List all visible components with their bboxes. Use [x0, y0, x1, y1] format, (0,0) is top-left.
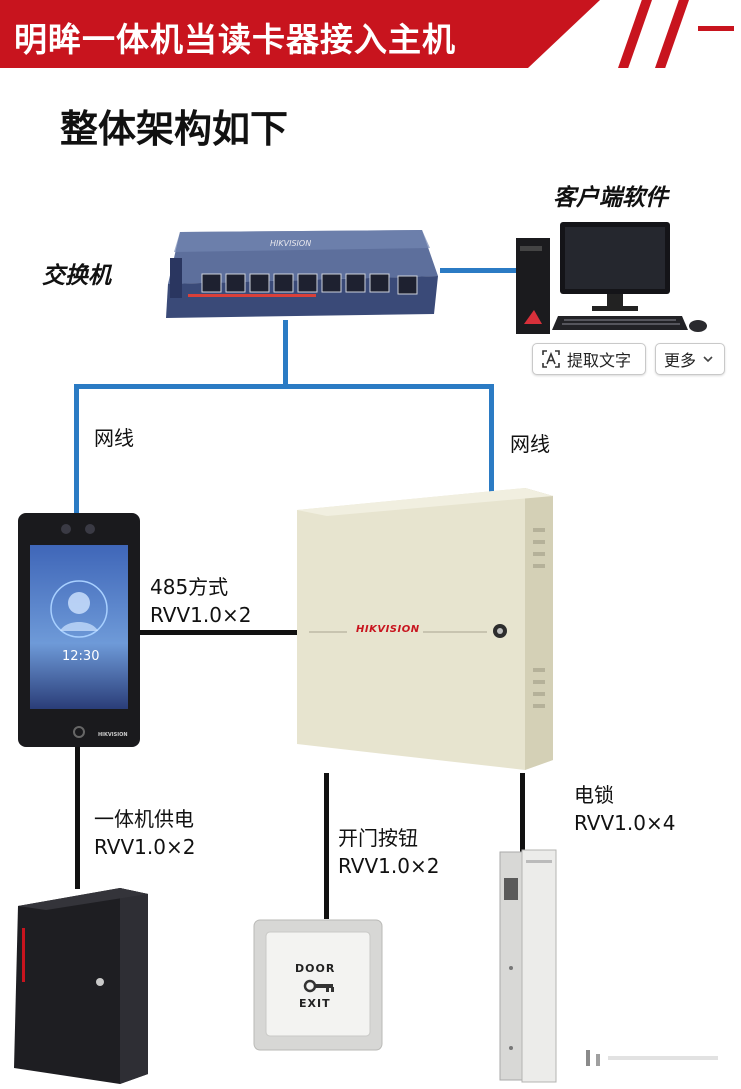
switch-label: 交换机: [42, 263, 111, 289]
lock-label: 电锁 RVV1.0×4: [574, 781, 675, 837]
network-cable-label-left: 网线: [94, 426, 134, 450]
text-scan-icon: [542, 350, 560, 368]
header-red-band: [0, 0, 600, 68]
software-label: 客户端软件: [553, 185, 668, 211]
magnetic-lock: [499, 849, 557, 1083]
lock-wire: [520, 773, 525, 853]
network-switch: HIKVISION: [166, 230, 438, 318]
chevron-down-icon: [703, 356, 713, 363]
exit-button-exit-text: EXIT: [299, 997, 331, 1010]
network-wire-left-drop: [74, 384, 79, 516]
client-computer: [516, 222, 707, 334]
network-cable-label-right: 网线: [510, 432, 550, 456]
footer-decoration: [586, 1050, 718, 1066]
svg-text:HIKVISION: HIKVISION: [270, 239, 311, 248]
terminal-clock: 12:30: [62, 649, 100, 664]
exit-button-label: 开门按钮 RVV1.0×2: [338, 824, 439, 880]
exit-button-door-text: DOOR: [295, 962, 336, 975]
access-controller: [297, 488, 553, 770]
extract-text-button[interactable]: 提取文字: [532, 343, 646, 375]
terminal-brand: HIKVISION: [98, 732, 128, 738]
network-wire-pc: [440, 268, 516, 273]
network-wire-right-drop: [489, 384, 494, 492]
face-recognition-terminal: [18, 513, 140, 747]
more-label: 更多: [664, 351, 697, 370]
more-button[interactable]: 更多: [655, 343, 725, 375]
exit-button-label-line1: 开门按钮: [338, 826, 418, 850]
power-label: 一体机供电 RVV1.0×2: [94, 805, 195, 861]
exit-button-wire: [324, 773, 329, 919]
exit-button-device: [253, 919, 383, 1051]
section-heading: 整体架构如下: [60, 107, 289, 151]
extract-text-label: 提取文字: [567, 351, 632, 370]
lock-label-line2: RVV1.0×4: [574, 811, 676, 835]
rs485-label-line2: RVV1.0×2: [150, 603, 252, 627]
network-wire-switch-down: [283, 320, 288, 388]
rs485-wire: [140, 630, 297, 635]
header-dash: [698, 26, 734, 31]
lock-label-line1: 电锁: [574, 783, 614, 807]
rs485-label: 485方式 RVV1.0×2: [150, 573, 251, 629]
exit-button-label-line2: RVV1.0×2: [338, 854, 440, 878]
network-wire-horizontal: [74, 384, 494, 389]
power-wire: [75, 747, 80, 889]
power-supply-box: [14, 888, 148, 1084]
rs485-label-line1: 485方式: [150, 575, 229, 599]
controller-brand: HIKVISION: [356, 624, 420, 635]
power-label-line2: RVV1.0×2: [94, 835, 196, 859]
power-label-line1: 一体机供电: [94, 807, 194, 831]
page-title: 明眸一体机当读卡器接入主机: [14, 20, 456, 59]
